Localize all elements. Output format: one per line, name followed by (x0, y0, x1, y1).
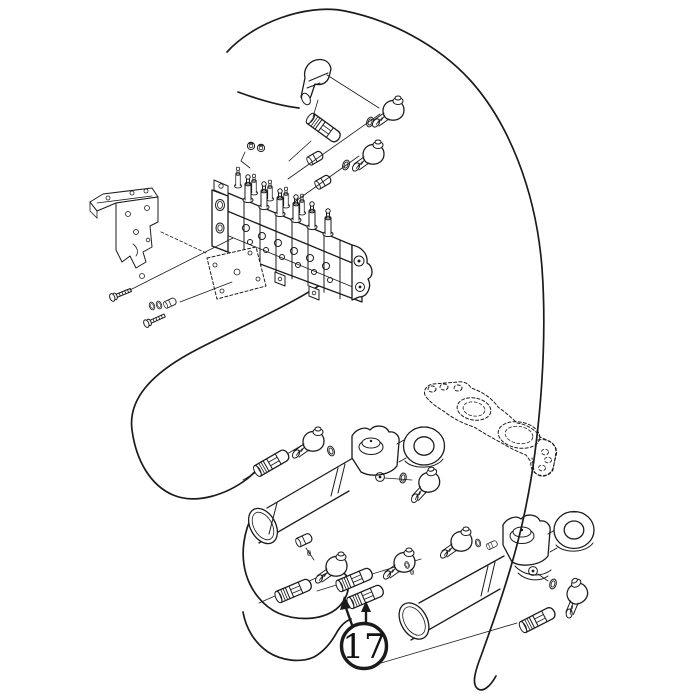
cylinder-1-barrel-end (247, 507, 279, 545)
bolt-set (108, 237, 234, 329)
elbow-fitting-cyl2-port (549, 575, 597, 622)
elbow-fitting-cyl2-left (438, 526, 473, 561)
callout-label: 17 (342, 627, 385, 667)
cylinder-1-port (375, 472, 385, 482)
bolt-1 (108, 285, 133, 303)
elbow-fitting-cyl1-port (403, 465, 444, 506)
washer-1 (147, 300, 157, 312)
cylinder-2-rod-eye (553, 510, 595, 550)
mounting-bracket (89, 187, 159, 279)
washer-2 (154, 299, 164, 311)
hose-coupler-top (303, 111, 343, 145)
plug-cyl2 (485, 539, 499, 551)
plug-1 (304, 149, 325, 167)
callout-arrow-2 (361, 601, 371, 612)
valve-port-bosses (242, 224, 333, 283)
hose-supply (130, 261, 349, 500)
hydraulic-cylinder-1 (247, 425, 446, 545)
hose-main (226, 8, 545, 691)
elbow-fitting-top-2 (350, 139, 385, 174)
hose-coupler-a (272, 577, 314, 605)
hose-upper (237, 91, 300, 109)
o-ring-cyl2-port (548, 577, 558, 591)
bolt-2 (142, 311, 167, 329)
hose-coupler-cyl1 (251, 447, 292, 479)
callout-arrow-1 (340, 596, 351, 610)
cap-nut-1 (246, 141, 256, 151)
elbow-fitting-row-right (381, 547, 416, 582)
cap-nut-2 (256, 143, 266, 153)
callout-17: 17 (339, 596, 389, 671)
elbow-fitting-top-1 (370, 95, 405, 130)
o-ring-cyl1-left (325, 444, 337, 458)
cylinder-2-port (528, 566, 538, 576)
plug-small (162, 296, 178, 310)
linkage-bore-1 (456, 397, 492, 421)
linkage-bore-2 (497, 421, 541, 449)
callout-circle (339, 621, 389, 671)
o-ring-cyl1-port (398, 472, 408, 484)
plug-row (294, 531, 314, 549)
rocker-linkage (424, 381, 558, 477)
hydraulic-cylinder-2 (398, 510, 595, 641)
valve-relief-end (351, 244, 373, 301)
top-fittings (240, 58, 405, 204)
o-ring-cyl2-left (474, 538, 482, 548)
leader-lines (242, 443, 549, 664)
hose-loop-inner (242, 611, 352, 662)
elbow-fitting-cyl1-left (290, 426, 325, 461)
cylinder-2-barrel-end (398, 602, 430, 640)
hose-coupler-bottom-right (517, 605, 558, 635)
cylinder-1-rod-eye (402, 426, 446, 466)
